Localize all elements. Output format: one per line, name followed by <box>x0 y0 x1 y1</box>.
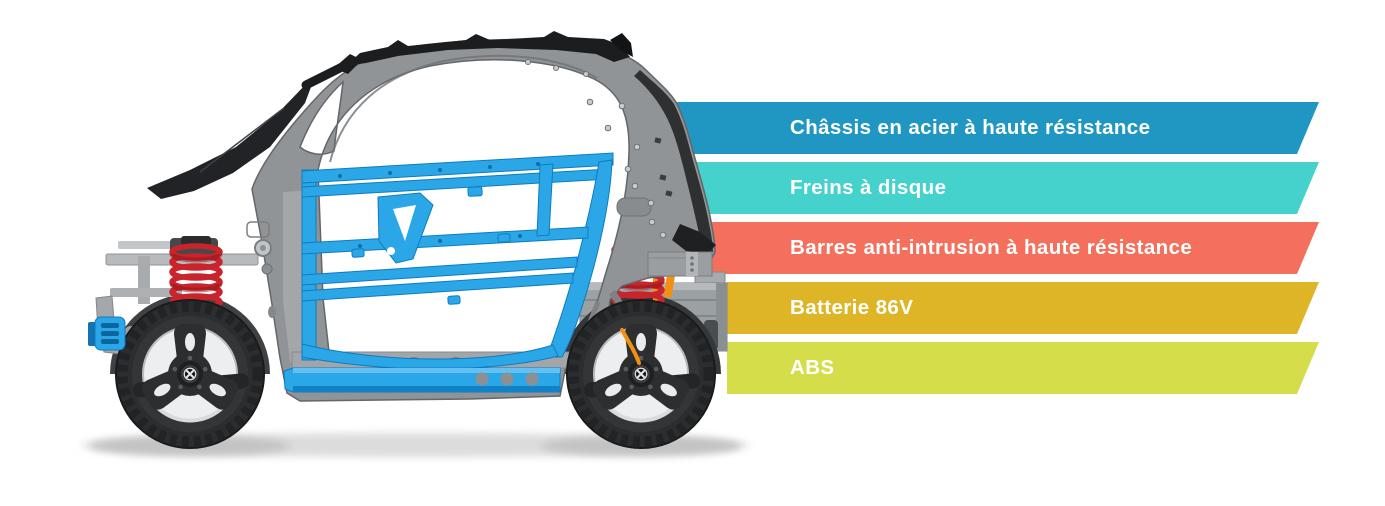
feature-banner-label: ABS <box>790 355 835 379</box>
feature-banner-battery: Batterie 86V <box>727 282 1319 334</box>
feature-banner-intrusion-bars: Barres anti-intrusion à haute résistance <box>655 222 1319 274</box>
feature-banner-label: Châssis en acier à haute résistance <box>790 115 1151 139</box>
feature-banner-label: Freins à disque <box>790 175 947 199</box>
feature-banner-disc-brakes: Freins à disque <box>675 162 1319 214</box>
feature-banner-abs: ABS <box>727 342 1319 394</box>
feature-banner-label: Barres anti-intrusion à haute résistance <box>790 235 1193 259</box>
feature-banner-chassis: Châssis en acier à haute résistance <box>655 102 1319 154</box>
feature-banner-label: Batterie 86V <box>790 295 914 319</box>
